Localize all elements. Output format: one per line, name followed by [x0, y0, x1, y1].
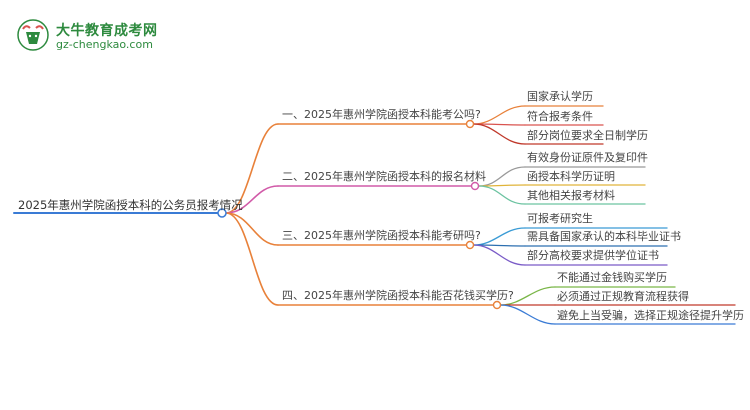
branch-1-node: [465, 119, 475, 129]
brand-title: 大牛教育成考网: [56, 23, 158, 39]
leaf-3-3: 部分高校要求提供学位证书: [527, 249, 659, 262]
leaf-1-2: 符合报考条件: [527, 110, 593, 123]
leaf-1-1-curve: [472, 105, 526, 125]
leaf-4-1: 不能通过金钱购买学历: [557, 271, 667, 284]
branch-4-curve: [225, 212, 279, 306]
branch-label-2: 二、2025年惠州学院函授本科的报名材料: [282, 170, 486, 183]
branch-1-curve: [225, 123, 279, 214]
branch-2-curve: [225, 185, 279, 214]
leaf-1-3-curve: [472, 123, 526, 145]
mindmap-root-label: 2025年惠州学院函授本科的公务员报考情况: [18, 198, 243, 212]
branch-2-node: [470, 181, 480, 191]
brand-url[interactable]: gz-chengkao.com: [56, 38, 153, 51]
branch-label-4: 四、2025年惠州学院函授本科能否花钱买学历?: [282, 289, 514, 302]
branch-3-node: [465, 240, 475, 250]
leaf-3-1: 可报考研究生: [527, 212, 593, 225]
leaf-4-3-curve: [499, 304, 556, 325]
leaf-3-2: 需具备国家承认的本科毕业证书: [527, 230, 681, 243]
leaf-3-1-curve: [472, 227, 526, 246]
root-node: [217, 208, 227, 218]
branch-4-node: [492, 300, 502, 310]
leaf-2-3-curve: [477, 185, 526, 205]
leaf-2-2: 函授本科学历证明: [527, 170, 615, 183]
branch-label-1: 一、2025年惠州学院函授本科能考公吗?: [282, 108, 481, 121]
leaf-1-3: 部分岗位要求全日制学历: [527, 129, 648, 142]
leaf-1-1: 国家承认学历: [527, 90, 593, 103]
leaf-2-3: 其他相关报考材料: [527, 189, 615, 202]
leaf-3-3-curve: [472, 244, 526, 266]
leaf-2-1: 有效身份证原件及复印件: [527, 151, 648, 164]
leaf-4-2: 必须通过正规教育流程获得: [557, 290, 689, 303]
branch-3-curve: [225, 212, 279, 246]
leaf-4-3: 避免上当受骗，选择正规途径提升学历: [557, 309, 744, 322]
bull-logo-icon: [17, 19, 49, 51]
branch-label-3: 三、2025年惠州学院函授本科能考研吗?: [282, 229, 481, 242]
site-logo[interactable]: 大牛教育成考网 gz-chengkao.com: [16, 18, 166, 52]
